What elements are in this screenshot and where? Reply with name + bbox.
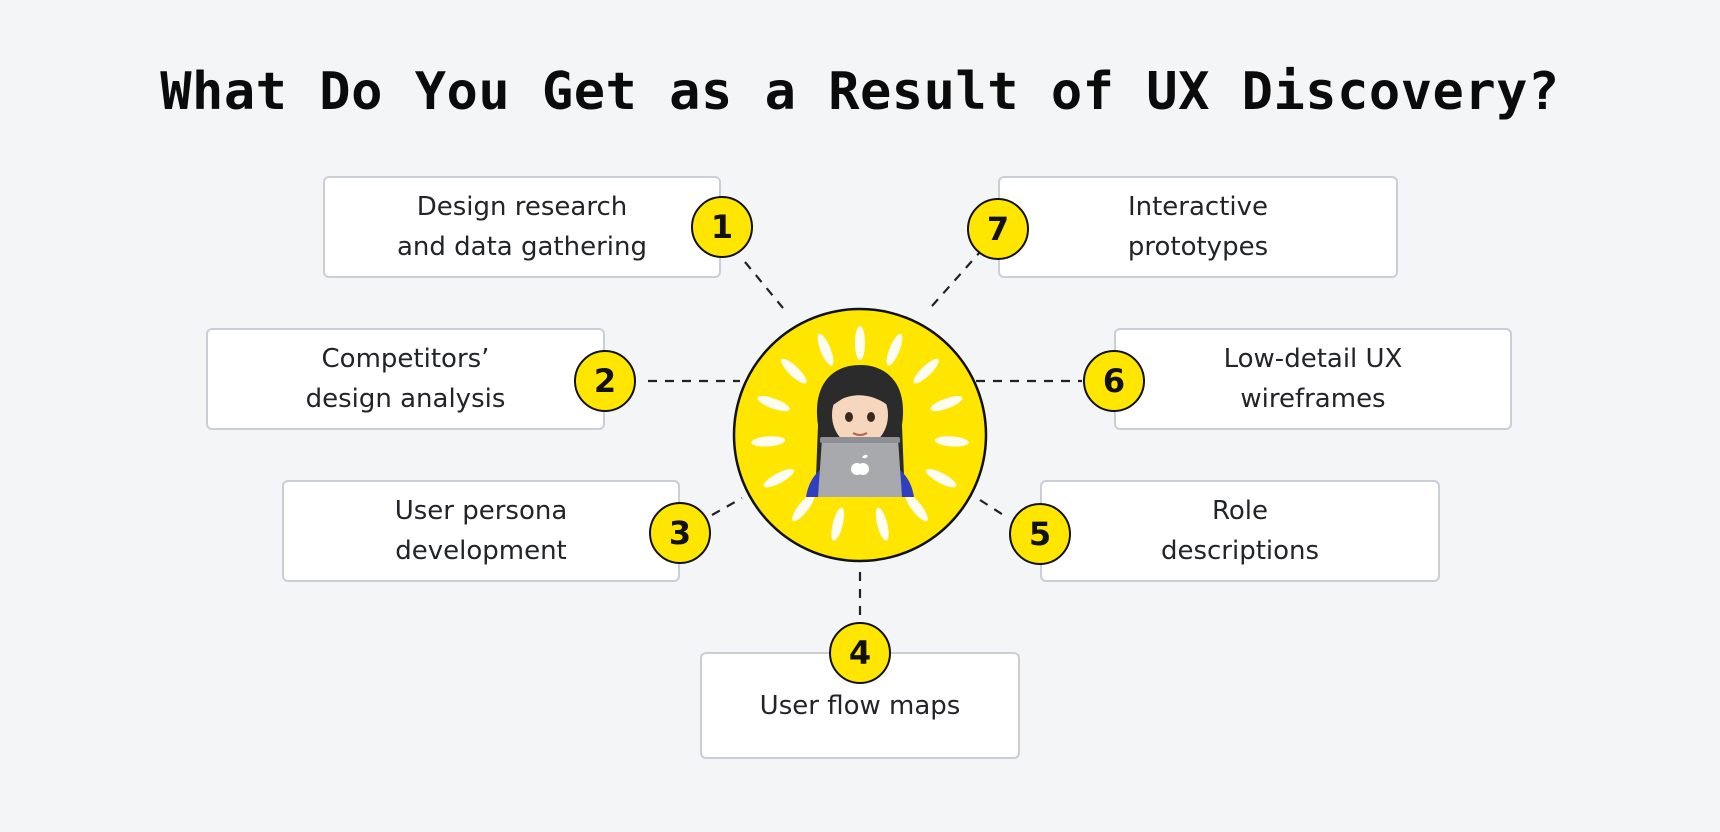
result-card-7-label: Interactive prototypes <box>1127 192 1269 262</box>
result-card-2-label: Competitors’ design analysis <box>305 344 506 414</box>
connector-3 <box>711 497 743 516</box>
result-card-3: User persona development <box>282 480 680 582</box>
connector-5 <box>979 499 1009 519</box>
number-badge-1: 1 <box>691 196 753 258</box>
result-card-2: Competitors’ design analysis <box>206 328 605 430</box>
number-badge-2: 2 <box>574 350 636 412</box>
result-card-1: Design research and data gathering <box>323 176 721 278</box>
sunburst-rays <box>751 326 969 541</box>
woman-with-laptop-icon <box>806 365 914 497</box>
number-badge-3: 3 <box>649 502 711 564</box>
result-card-4-label: User flow maps <box>759 690 961 721</box>
number-badge-6: 6 <box>1083 350 1145 412</box>
result-card-6: Low-detail UX wireframes <box>1114 328 1512 430</box>
connector-1 <box>744 261 784 309</box>
result-card-3-label: User persona development <box>394 496 568 566</box>
result-card-1-label: Design research and data gathering <box>396 192 647 262</box>
number-badge-5: 5 <box>1009 503 1071 565</box>
number-badge-7: 7 <box>967 198 1029 260</box>
result-card-5: Role descriptions <box>1040 480 1440 582</box>
center-hub <box>732 307 988 563</box>
page-title: What Do You Get as a Result of UX Discov… <box>160 62 1560 122</box>
result-card-5-label: Role descriptions <box>1160 496 1320 566</box>
number-badge-4: 4 <box>829 622 891 684</box>
result-card-6-label: Low-detail UX wireframes <box>1223 344 1403 414</box>
connector-7 <box>931 251 981 307</box>
result-card-7: Interactive prototypes <box>998 176 1398 278</box>
